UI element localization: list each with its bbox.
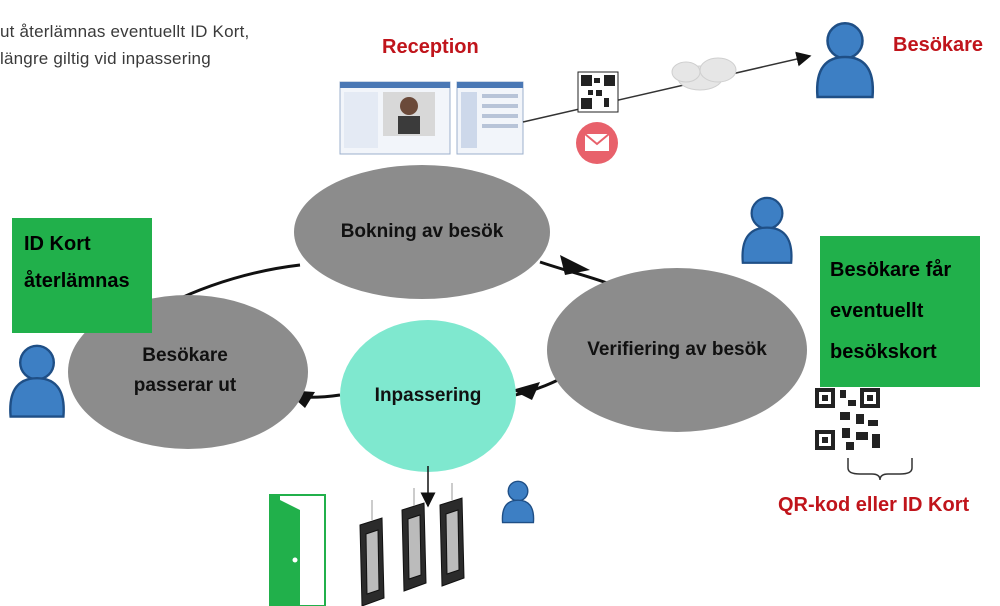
visitor-card-box: Besökare får eventuellt besökskort — [820, 236, 980, 387]
visitor-label: Besökare — [893, 34, 984, 56]
qr-code-small-icon — [577, 71, 619, 113]
visitor-card-line2: eventuellt — [830, 300, 924, 322]
node-exit — [68, 295, 308, 449]
email-icon — [576, 122, 618, 164]
brace — [847, 458, 913, 481]
person-icon-visitor — [815, 22, 875, 99]
door-icon — [269, 494, 326, 606]
reception-label: Reception — [382, 36, 479, 58]
arrowhead-to-entry — [512, 382, 540, 400]
node-booking — [294, 165, 550, 299]
node-verification — [547, 268, 807, 432]
cloud-icon — [671, 57, 737, 91]
qr-code-large-icon — [812, 385, 884, 453]
qr-or-id-label: QR-kod eller ID Kort — [778, 494, 970, 516]
node-verification-label: Verifiering av besök — [587, 339, 767, 360]
line-reception-to-visitor — [522, 51, 812, 123]
top-note-line2: längre giltig vid inpassering — [0, 49, 211, 68]
node-booking-label: Bokning av besök — [340, 221, 504, 242]
visitor-card-line1: Besökare får — [830, 259, 952, 281]
arrowhead-to-verification — [560, 255, 590, 275]
top-note: ut återlämnas eventuellt ID Kort, längre… — [0, 18, 249, 72]
id-card-returned-line1: ID Kort — [24, 233, 91, 255]
id-card-returned-box: ID Kort återlämnas — [12, 218, 152, 333]
node-exit-line1: Besökare — [142, 345, 228, 366]
reception-screens — [339, 81, 524, 155]
person-icon-verification — [741, 196, 793, 264]
node-entry — [340, 320, 516, 472]
person-icon-entry — [501, 480, 535, 524]
node-entry-label: Inpassering — [374, 385, 482, 406]
node-exit-label: Besökare passerar ut — [90, 341, 280, 401]
visitor-card-line3: besökskort — [830, 341, 937, 363]
person-icon-exit — [9, 344, 65, 418]
top-note-line1: ut återlämnas eventuellt ID Kort, — [0, 22, 250, 41]
id-card-returned-line2: återlämnas — [24, 270, 130, 292]
node-exit-line2: passerar ut — [133, 375, 237, 396]
gate-icons — [359, 483, 465, 606]
